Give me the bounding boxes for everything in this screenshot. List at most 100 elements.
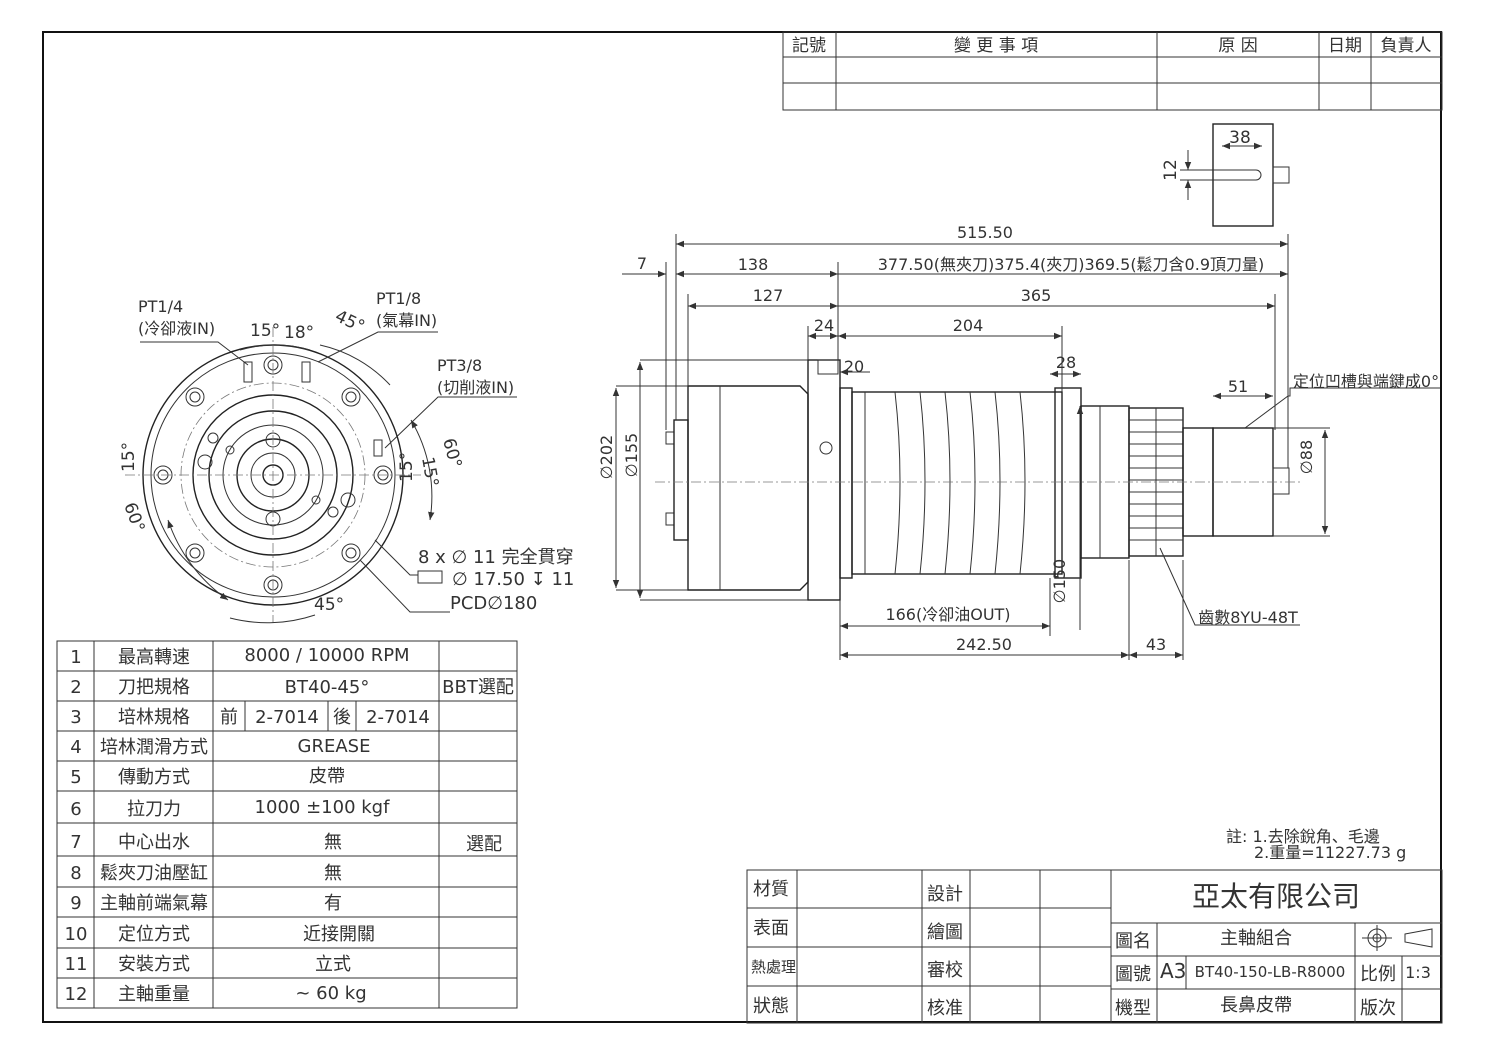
pt38-note: (切削液IN) xyxy=(437,378,514,397)
spec-value: 無 xyxy=(324,832,342,853)
spec-no: 4 xyxy=(70,737,81,758)
rev-header-mark: 記號 xyxy=(792,36,826,56)
side-dimensions xyxy=(612,234,1440,660)
dim-138: 138 xyxy=(738,255,769,274)
detail-view xyxy=(1180,123,1290,227)
tb-surface: 表面 xyxy=(753,918,789,939)
angle-15-top: 15° xyxy=(250,321,280,341)
spec-value: BT40-45° xyxy=(285,677,370,698)
angle-60-left: 60° xyxy=(119,500,148,535)
spec-no: 8 xyxy=(70,863,81,884)
spec-item: 最高轉速 xyxy=(118,647,190,668)
spec-value: 皮帶 xyxy=(309,766,345,787)
rev-header-reason: 原 因 xyxy=(1218,36,1257,56)
spec-value: 無 xyxy=(324,863,342,884)
spec-table xyxy=(56,640,518,1009)
revision-table xyxy=(782,31,1443,111)
dim-150: ∅150 xyxy=(1050,559,1069,603)
spec-item: 主軸重量 xyxy=(118,984,190,1005)
tb-model-label: 機型 xyxy=(1115,998,1151,1019)
key-note: 定位凹槽與端鍵成0° xyxy=(1293,372,1439,391)
spec-value: ~ 60 kg xyxy=(295,983,366,1004)
tb-size: A3 xyxy=(1160,959,1186,983)
angle-18-top: 18° xyxy=(284,323,314,343)
spec-item: 中心出水 xyxy=(118,832,190,853)
tb-material: 材質 xyxy=(753,879,789,900)
title-block xyxy=(746,869,1443,1024)
tb-no-label: 圖號 xyxy=(1115,964,1151,985)
spec-item: 培林規格 xyxy=(118,707,190,728)
tb-rev-label: 版次 xyxy=(1360,998,1396,1019)
hole-note-1: 8 x ∅ 11 完全貫穿 xyxy=(418,547,574,568)
dim-43: 43 xyxy=(1146,635,1166,654)
counterbore-symbol xyxy=(417,570,443,584)
tb-approve: 核准 xyxy=(927,998,963,1019)
tb-state: 狀態 xyxy=(753,996,789,1017)
dim-515: 515.50 xyxy=(957,223,1013,242)
tb-design: 設計 xyxy=(927,884,963,905)
dim-51: 51 xyxy=(1228,377,1248,396)
tb-draw: 繪圖 xyxy=(927,922,963,943)
pt14-note: (冷卻液IN) xyxy=(138,319,215,338)
pt38-label: PT3/8 xyxy=(437,356,482,375)
pt18-note: (氣幕IN) xyxy=(376,311,437,330)
spec-note: 選配 xyxy=(466,834,502,855)
spec-no: 11 xyxy=(65,954,88,975)
spec-no: 7 xyxy=(70,832,81,853)
dim-7: 7 xyxy=(637,254,647,273)
spec-value: 有 xyxy=(324,893,342,914)
tb-name-value: 主軸組合 xyxy=(1220,928,1292,949)
spec-no: 2 xyxy=(70,677,81,698)
spec-rear-value: 2-7014 xyxy=(366,707,430,728)
tb-model-value: 長鼻皮帶 xyxy=(1220,995,1292,1016)
teeth-note: 齒數8YU-48T xyxy=(1198,608,1298,627)
detail-dim-12: 12 xyxy=(1161,159,1181,181)
note-line-2: 2.重量=11227.73 g xyxy=(1254,843,1406,862)
spec-item: 主軸前端氣幕 xyxy=(100,893,208,914)
rev-header-date: 日期 xyxy=(1328,36,1362,56)
detail-dim-38: 38 xyxy=(1229,128,1251,148)
spec-no: 9 xyxy=(70,893,81,914)
spec-value: 1000 ±100 kgf xyxy=(255,797,391,818)
spec-item: 鬆夾刀油壓缸 xyxy=(100,862,208,884)
angle-15-left: 15° xyxy=(119,442,139,472)
side-view xyxy=(655,359,1300,601)
spec-no: 5 xyxy=(70,767,81,788)
spec-value: GREASE xyxy=(298,736,371,757)
projection-symbol xyxy=(1362,925,1433,951)
dim-377: 377.50(無夾刀)375.4(夾刀)369.5(鬆刀含0.9頂刀量) xyxy=(878,255,1265,274)
spec-note: BBT選配 xyxy=(442,677,514,698)
spec-value: 近接開關 xyxy=(303,924,375,945)
angle-15-inner: 15° xyxy=(397,452,417,482)
rev-header-owner: 負責人 xyxy=(1381,36,1432,56)
pt18-label: PT1/8 xyxy=(376,289,421,308)
dim-166: 166(冷卻油OUT) xyxy=(885,605,1010,624)
rev-header-change: 變 更 事 項 xyxy=(954,36,1038,56)
spec-front-value: 2-7014 xyxy=(255,707,319,728)
tb-company: 亞太有限公司 xyxy=(1192,880,1360,913)
spec-no: 3 xyxy=(70,707,81,728)
dim-24: 24 xyxy=(814,316,834,335)
spec-value: 立式 xyxy=(315,954,351,975)
spec-no: 10 xyxy=(65,924,88,945)
tb-check: 審校 xyxy=(927,960,963,981)
tb-scale-label: 比例 xyxy=(1360,964,1396,985)
dim-20: 20 xyxy=(844,357,864,376)
note-line-1: 註: 1.去除銳角、毛邊 xyxy=(1226,827,1380,846)
spec-item: 拉刀力 xyxy=(127,799,181,820)
spec-no: 12 xyxy=(65,984,88,1005)
angle-45-top: 45° xyxy=(332,306,368,337)
spec-value: 8000 / 10000 RPM xyxy=(244,645,409,666)
spec-no: 1 xyxy=(70,647,81,668)
pcd-note: PCD∅180 xyxy=(450,593,537,614)
front-view xyxy=(125,327,517,624)
spec-item: 培林潤滑方式 xyxy=(100,737,208,758)
spec-rear-label: 後 xyxy=(333,707,351,728)
dim-204: 204 xyxy=(953,316,984,335)
angle-45-bottom: 45° xyxy=(314,595,344,615)
dim-28: 28 xyxy=(1056,353,1076,372)
pt14-label: PT1/4 xyxy=(138,297,183,316)
dim-202: ∅202 xyxy=(597,435,616,479)
tb-name-label: 圖名 xyxy=(1115,931,1151,952)
hole-note-2: ∅ 17.50 ↧ 11 xyxy=(452,569,574,590)
